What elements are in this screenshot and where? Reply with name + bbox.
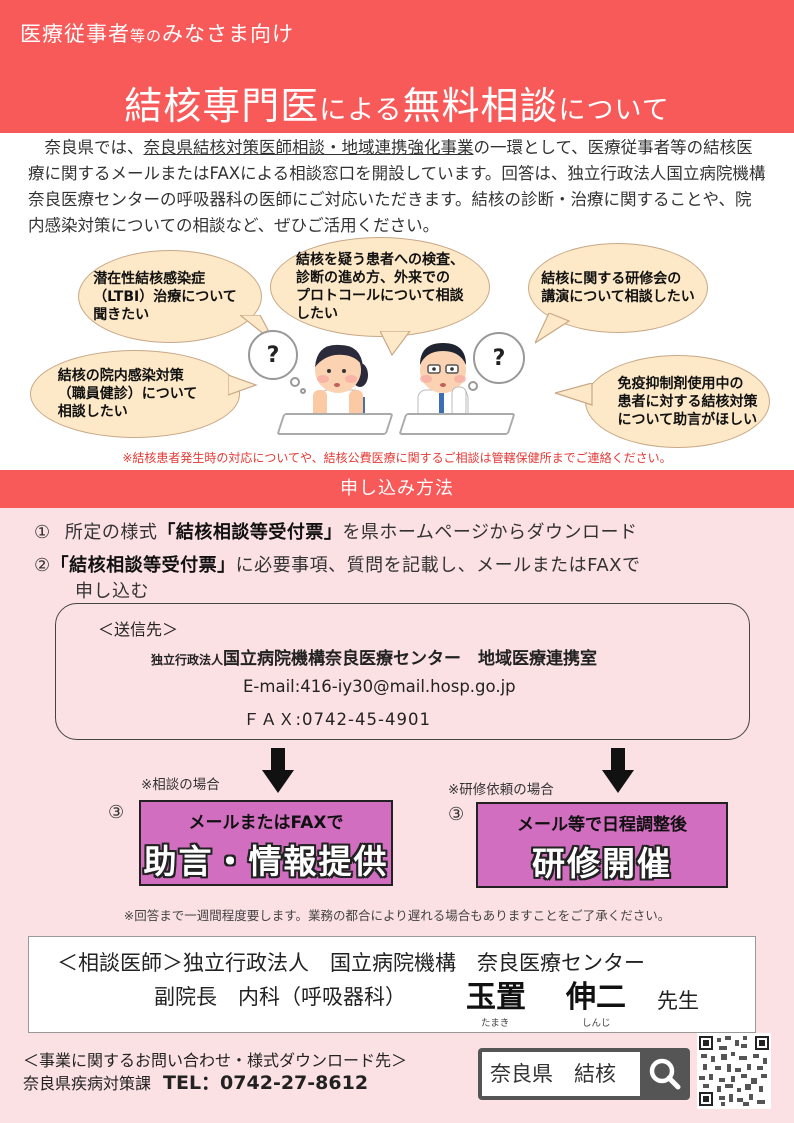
intro-paragraph: 奈良県では、奈良県結核対策医師相談・地域連携強化事業の一環として、医療従事者等の…	[28, 138, 782, 235]
email-address[interactable]: E-mail:416-iy30@mail.hosp.go.jp	[243, 677, 516, 696]
bubble-tail	[535, 313, 570, 344]
step-3-number: ③	[108, 802, 125, 823]
reply-time-notice: ※回答まで一週間程度要します。業務の都合により遅れる場合もありますことをご了承く…	[123, 908, 671, 923]
desk	[398, 413, 516, 435]
page-title: 結核専門医による無料相談について	[124, 84, 670, 128]
down-arrow-icon	[602, 748, 634, 793]
doctor-position: 副院長 内科（呼吸器科）	[154, 985, 406, 1009]
send-to-box: ＜送信先＞ 独立行政法人国立病院機構奈良医療センター 地域医療連携室 E-mai…	[55, 603, 750, 740]
search-input[interactable]: 奈良県 結核	[482, 1052, 640, 1096]
phone-number: TEL：0742-27-8612	[163, 1072, 369, 1094]
advice-result-box: メールまたはFAXで 助言・情報提供	[139, 800, 393, 886]
case-label-consultation: ※相談の場合	[141, 777, 220, 793]
send-to-organization: 独立行政法人国立病院機構奈良医療センター 地域医療連携室	[151, 649, 598, 669]
question-thought-bubble: ?	[248, 330, 298, 380]
program-name: 奈良県結核対策医師相談・地域連携強化事業	[143, 138, 474, 157]
contact-info: ＜事業に関するお問い合わせ・様式ダウンロード先＞ 奈良県疾病対策課 TEL：074…	[23, 1050, 407, 1095]
bubble-tail	[228, 375, 258, 396]
search-box[interactable]: 奈良県 結核	[478, 1048, 690, 1100]
speech-bubble: 結核を疑う患者への検査、 診断の進め方、外来での プロトコールについて相談 した…	[270, 237, 490, 337]
consultation-illustration: 潜在性結核感染症 （LTBI）治療について 聞きたい 結核を疑う患者への検査、 …	[0, 235, 794, 450]
step-2-continued: 申し込む	[75, 581, 149, 602]
nurse-illustration	[313, 344, 368, 420]
doctor-surname: 玉置	[466, 980, 526, 1015]
qr-code[interactable]	[697, 1033, 771, 1109]
thought-dot	[300, 388, 306, 394]
speech-bubble: 結核の院内感染対策 （職員健診）について 相談したい	[30, 350, 240, 438]
given-name-reading: しんじ	[582, 1018, 611, 1029]
consulting-doctor-box: ＜相談医師＞独立行政法人 国立病院機構 奈良医療センター 副院長 内科（呼吸器科…	[28, 936, 756, 1033]
application-method-heading: 申し込み方法	[0, 470, 794, 508]
honorific: 先生	[657, 989, 699, 1013]
health-center-notice: ※結核患者発生時の対応についてや、結核公費医療に関するご相談は管轄保健所までご連…	[122, 451, 672, 465]
bubble-tail	[380, 331, 411, 356]
case-label-training: ※研修依頼の場合	[448, 782, 554, 798]
fax-number: ＦＡＸ:0742-45-4901	[243, 710, 431, 729]
doctor-illustration	[417, 343, 469, 420]
step-1: ① 所定の様式「結核相談等受付票」を県ホームページからダウンロード	[34, 522, 638, 543]
speech-bubble: 免疫抑制剤使用中の 患者に対する結核対策 について助言がほしい	[585, 355, 770, 448]
search-icon[interactable]	[642, 1050, 688, 1098]
thought-dot	[290, 377, 300, 387]
audience-subtitle: 医療従事者等のみなさま向け	[20, 22, 295, 46]
contact-label: ＜事業に関するお問い合わせ・様式ダウンロード先＞	[23, 1051, 408, 1070]
header-banner: 医療従事者等のみなさま向け 結核専門医による無料相談について	[0, 0, 794, 133]
surname-reading: たまき	[481, 1018, 510, 1029]
speech-bubble: 潜在性結核感染症 （LTBI）治療について 聞きたい	[78, 250, 262, 343]
doctor-given-name: 伸二	[566, 980, 626, 1015]
bubble-tail	[555, 383, 593, 406]
department-name: 奈良県疾病対策課	[23, 1074, 152, 1093]
send-to-label: ＜送信先＞	[98, 620, 179, 639]
question-thought-bubble: ?	[473, 332, 525, 384]
training-result-box: メール等で日程調整後 研修開催	[476, 802, 728, 888]
step-2: ②「結核相談等受付票」に必要事項、質問を記載し、メールまたはFAXで	[34, 555, 641, 576]
down-arrow-icon	[262, 748, 294, 793]
desk	[276, 413, 394, 435]
doctor-affiliation: ＜相談医師＞独立行政法人 国立病院機構 奈良医療センター	[57, 951, 645, 975]
step-3-number: ③	[448, 804, 465, 825]
thought-dot	[468, 381, 478, 391]
